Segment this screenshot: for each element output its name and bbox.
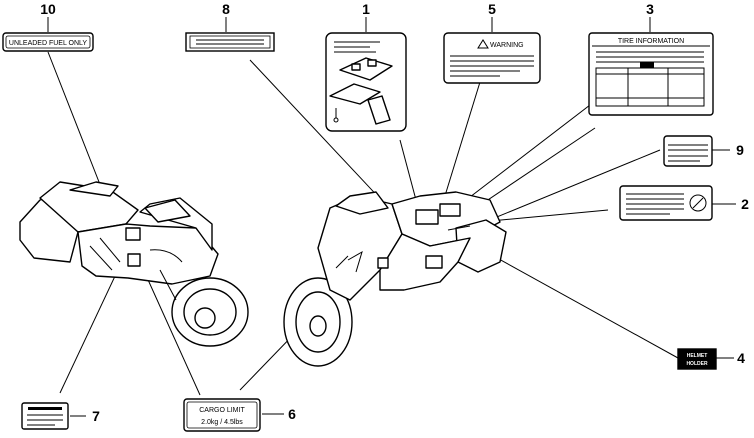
label-4-helmet-holder: HELMET HOLDER xyxy=(677,348,717,370)
tire-info-label-text: TIRE INFORMATION xyxy=(618,38,684,45)
label-1-diagram-card xyxy=(325,32,407,132)
label-2-decal xyxy=(619,185,713,221)
warning-label-text: WARNING xyxy=(490,42,524,49)
label-6-cargo-limit: CARGO LIMIT 2.0kg / 4.5lbs xyxy=(183,398,261,432)
callout-6: 6 xyxy=(288,406,296,422)
callout-3: 3 xyxy=(646,1,654,17)
callout-4: 4 xyxy=(737,350,745,366)
motorcycle-front-view xyxy=(283,191,507,367)
label-7-decal xyxy=(21,402,69,430)
fuel-label-text: UNLEADED FUEL ONLY xyxy=(9,40,88,47)
callout-7: 7 xyxy=(92,408,100,424)
helmet-label-line2: HOLDER xyxy=(686,361,708,367)
callout-5: 5 xyxy=(488,1,496,17)
callout-2: 2 xyxy=(741,196,749,212)
callout-9: 9 xyxy=(736,142,744,158)
helmet-label-line1: HELMET xyxy=(687,353,708,359)
motorcycle-rear-view xyxy=(19,181,249,347)
cargo-title-text: CARGO LIMIT xyxy=(199,407,245,414)
label-9-decal xyxy=(663,135,713,167)
callout-8: 8 xyxy=(222,1,230,17)
callout-10: 10 xyxy=(40,1,56,17)
label-8-decal xyxy=(185,32,275,52)
cargo-value-text: 2.0kg / 4.5lbs xyxy=(201,419,243,426)
label-3-tire-information: TIRE INFORMATION xyxy=(588,32,714,116)
label-5-warning: WARNING xyxy=(443,32,541,84)
label-unleaded-fuel-only: UNLEADED FUEL ONLY xyxy=(2,32,94,52)
callout-1: 1 xyxy=(362,1,370,17)
